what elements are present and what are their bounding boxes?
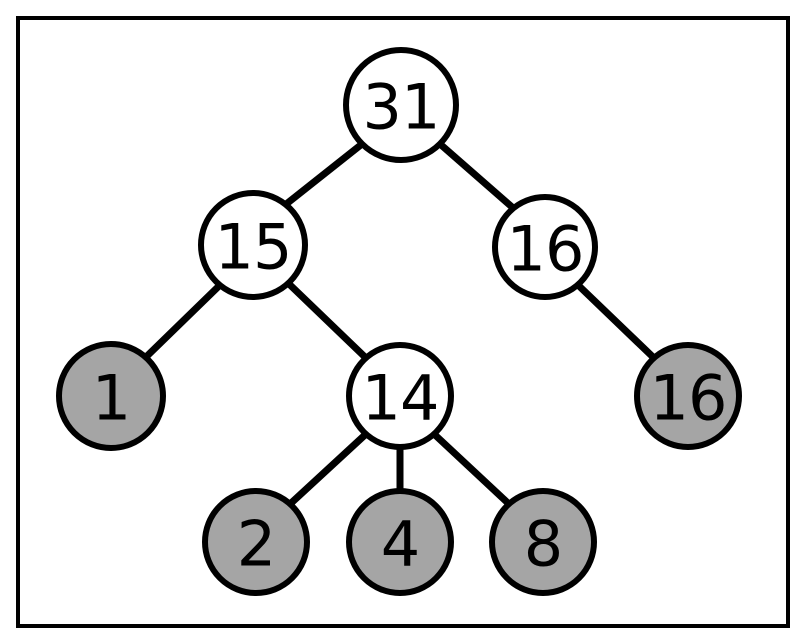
tree-node-label: 1 (92, 362, 130, 435)
figure-border (16, 16, 790, 628)
tree-node-label: 16 (650, 362, 727, 435)
tree-node-internal-circle[interactable] (492, 194, 598, 300)
tree-node[interactable]: 4 (346, 488, 454, 596)
tree-node-label: 2 (237, 508, 275, 581)
tree-edge (437, 141, 515, 210)
tree-node-leaf-circle[interactable] (202, 488, 310, 596)
tree-node-leaf-circle[interactable] (489, 488, 597, 596)
tree-edge (575, 282, 657, 361)
tree-edge (282, 141, 365, 208)
tree-node-label: 14 (362, 362, 439, 435)
tree-node[interactable]: 2 (202, 488, 310, 596)
tree-edge (143, 282, 223, 360)
tree-node[interactable]: 16 (634, 342, 742, 450)
node-layer: 31 15 16 1 14 16 2 4 8 (56, 47, 742, 596)
tree-node[interactable]: 31 (343, 47, 459, 163)
tree-edge (285, 280, 369, 361)
tree-node[interactable]: 16 (492, 194, 598, 300)
tree-node[interactable]: 8 (489, 488, 597, 596)
tree-node[interactable]: 15 (198, 190, 308, 300)
edge-layer (143, 141, 657, 508)
tree-node-label: 8 (524, 508, 562, 581)
tree-node-leaf-circle[interactable] (346, 488, 454, 596)
tree-edge (286, 431, 369, 508)
tree-node[interactable]: 14 (346, 342, 454, 450)
tree-node-label: 16 (507, 213, 584, 286)
tree-node-label: 4 (381, 508, 419, 581)
tree-node-label: 31 (363, 71, 440, 144)
tree-node-internal-circle[interactable] (343, 47, 459, 163)
tree-node-leaf-circle[interactable] (56, 341, 166, 451)
tree-node-internal-circle[interactable] (346, 342, 454, 450)
tree-node[interactable]: 1 (56, 341, 166, 451)
tree-node-label: 15 (215, 211, 292, 284)
tree-node-internal-circle[interactable] (198, 190, 308, 300)
tree-node-leaf-circle[interactable] (634, 342, 742, 450)
tree-edge (431, 431, 513, 508)
